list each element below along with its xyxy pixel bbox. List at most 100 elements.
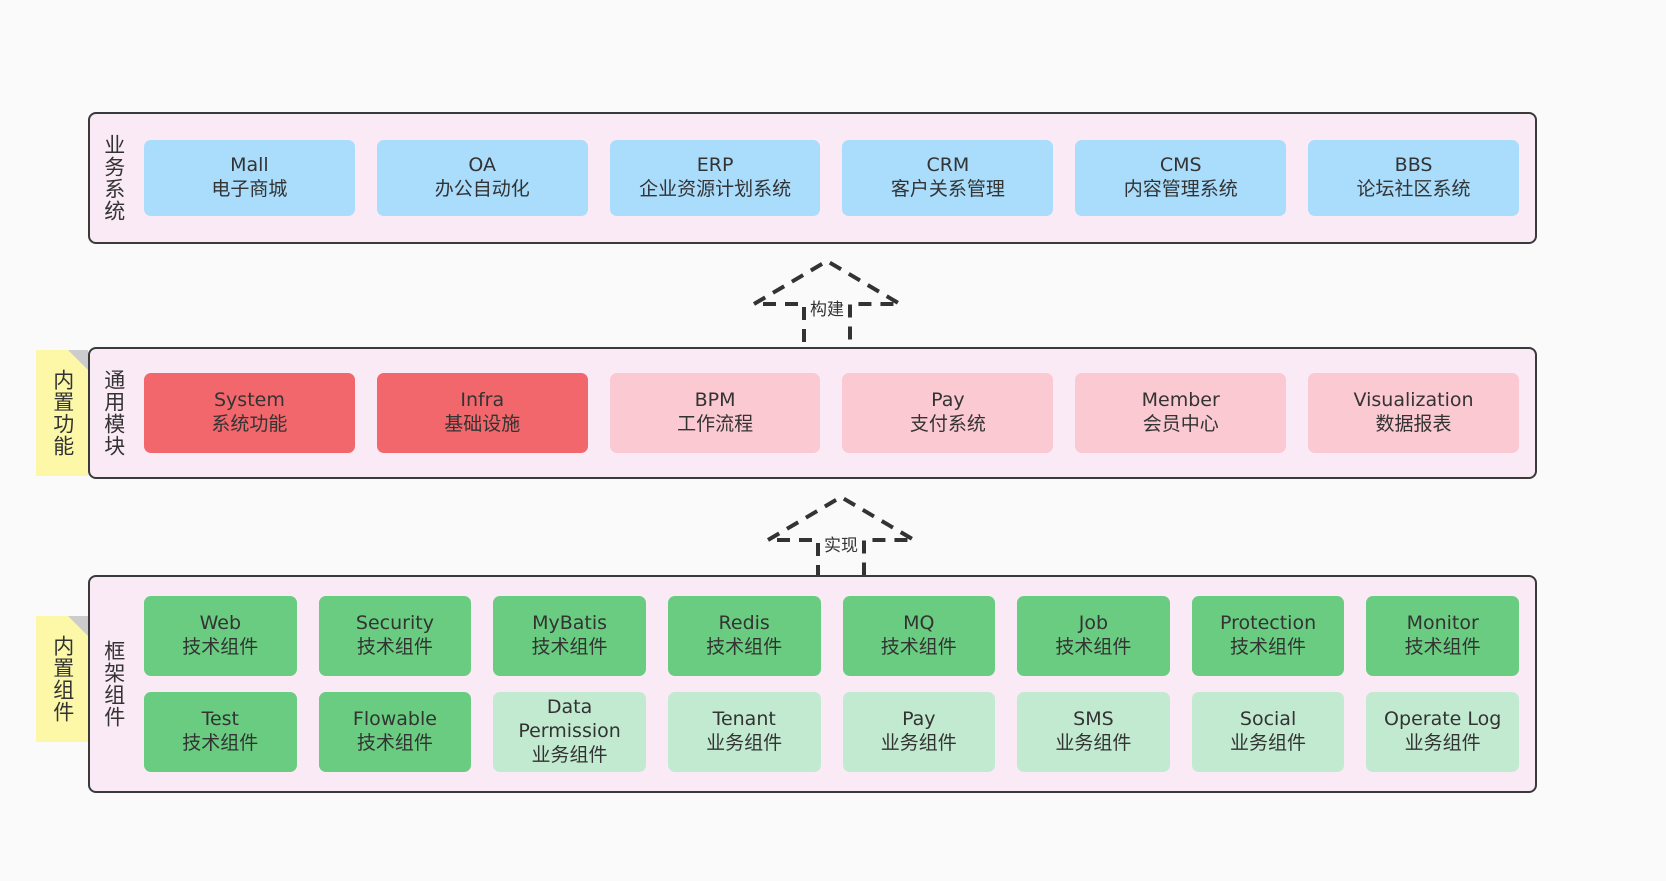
sticky-note-builtin-features: 内置功能	[36, 350, 88, 476]
card-test[interactable]: Test 技术组件	[144, 692, 297, 772]
card-subtitle: 技术组件	[880, 636, 957, 658]
card-member[interactable]: Member 会员中心	[1075, 373, 1287, 453]
card-title: Pay	[931, 389, 965, 412]
card-subtitle: 技术组件	[1055, 636, 1132, 658]
card-bpm[interactable]: BPM 工作流程	[609, 373, 821, 453]
card-title: CRM	[926, 154, 970, 177]
card-subtitle: 业务组件	[880, 732, 957, 754]
card-erp[interactable]: ERP 企业资源计划系统	[609, 140, 821, 216]
card-redis[interactable]: Redis 技术组件	[667, 596, 821, 676]
layer-business-systems: 业务系统 Mall 电子商城 OA 办公自动化 ERP 企业资源计划系统 CRM…	[88, 112, 1537, 244]
card-crm[interactable]: CRM 客户关系管理	[842, 140, 1054, 216]
card-operate-log[interactable]: Operate Log 业务组件	[1366, 692, 1519, 772]
arrow-label-build: 构建	[810, 300, 844, 320]
card-title: Flowable	[352, 708, 437, 731]
card-cms[interactable]: CMS 内容管理系统	[1075, 140, 1287, 216]
card-title: ERP	[696, 154, 734, 177]
card-monitor[interactable]: Monitor 技术组件	[1366, 596, 1519, 676]
card-title: BPM	[694, 389, 736, 412]
card-web[interactable]: Web 技术组件	[144, 596, 297, 676]
card-subtitle: 技术组件	[182, 636, 259, 658]
card-title: Job	[1078, 612, 1109, 635]
card-bbs[interactable]: BBS 论坛社区系统	[1308, 140, 1519, 216]
card-row: Mall 电子商城 OA 办公自动化 ERP 企业资源计划系统 CRM 客户关系…	[144, 140, 1519, 216]
card-title: Redis	[718, 612, 770, 635]
card-title: Monitor	[1406, 612, 1479, 635]
card-title: System	[213, 389, 285, 412]
card-mq[interactable]: MQ 技术组件	[842, 596, 996, 676]
card-subtitle: 电子商城	[211, 178, 288, 200]
card-title: Member	[1141, 389, 1220, 412]
arrow-implement: 实现	[760, 494, 922, 578]
card-subtitle: 业务组件	[706, 732, 783, 754]
sticky-note-builtin-components: 内置组件	[36, 616, 88, 742]
card-pay-module[interactable]: Pay 支付系统	[842, 373, 1054, 453]
layer-body-common-modules: System 系统功能 Infra 基础设施 BPM 工作流程 Pay 支付系统…	[136, 349, 1535, 477]
layer-framework-components: 框架组件 Web 技术组件 Security 技术组件 MyBatis 技术组件…	[88, 575, 1537, 793]
card-subtitle: 基础设施	[444, 413, 521, 435]
card-title: Social	[1239, 708, 1297, 731]
card-row: System 系统功能 Infra 基础设施 BPM 工作流程 Pay 支付系统…	[144, 373, 1519, 453]
card-infra[interactable]: Infra 基础设施	[376, 373, 588, 453]
card-title: Security	[355, 612, 434, 635]
card-subtitle: 业务组件	[531, 743, 608, 766]
card-title: MQ	[903, 612, 935, 635]
card-subtitle: 论坛社区系统	[1356, 178, 1471, 200]
card-subtitle: 内容管理系统	[1123, 178, 1238, 200]
card-oa[interactable]: OA 办公自动化	[376, 140, 588, 216]
card-row: Test 技术组件 Flowable 技术组件 Data Permission …	[144, 692, 1519, 772]
folded-corner-icon	[68, 616, 88, 636]
layer-body-framework-components: Web 技术组件 Security 技术组件 MyBatis 技术组件 Redi…	[136, 577, 1535, 791]
sticky-note-label: 内置功能	[50, 369, 75, 457]
card-title: SMS	[1073, 708, 1114, 731]
card-social[interactable]: Social 业务组件	[1191, 692, 1345, 772]
arrow-build: 构建	[746, 258, 908, 342]
card-subtitle: 业务组件	[1404, 732, 1481, 754]
layer-body-business-systems: Mall 电子商城 OA 办公自动化 ERP 企业资源计划系统 CRM 客户关系…	[136, 114, 1535, 242]
card-protection[interactable]: Protection 技术组件	[1191, 596, 1345, 676]
folded-corner-icon	[68, 350, 88, 370]
layer-label-common-modules: 通用模块	[101, 369, 126, 457]
card-subtitle: 技术组件	[356, 636, 433, 658]
card-subtitle: 客户关系管理	[890, 178, 1005, 200]
card-title: Test	[201, 708, 240, 731]
card-title: Tenant	[712, 708, 776, 731]
card-security[interactable]: Security 技术组件	[318, 596, 472, 676]
card-subtitle: 技术组件	[356, 732, 433, 754]
card-subtitle: 技术组件	[1230, 636, 1307, 658]
card-subtitle: 办公自动化	[434, 178, 530, 200]
card-title: Pay	[902, 708, 936, 731]
layer-label-business-systems: 业务系统	[101, 134, 126, 222]
card-visualization[interactable]: Visualization 数据报表	[1308, 373, 1519, 453]
card-system[interactable]: System 系统功能	[144, 373, 355, 453]
card-pay-component[interactable]: Pay 业务组件	[842, 692, 996, 772]
layer-label-framework-components: 框架组件	[101, 640, 126, 728]
card-subtitle: 系统功能	[211, 413, 288, 435]
card-title: BBS	[1394, 154, 1433, 177]
card-sms[interactable]: SMS 业务组件	[1017, 692, 1170, 772]
card-title: Visualization	[1353, 389, 1474, 412]
card-subtitle: 技术组件	[1404, 636, 1481, 658]
card-job[interactable]: Job 技术组件	[1017, 596, 1170, 676]
card-row: Web 技术组件 Security 技术组件 MyBatis 技术组件 Redi…	[144, 596, 1519, 676]
sticky-note-label: 内置组件	[50, 635, 75, 723]
card-flowable[interactable]: Flowable 技术组件	[318, 692, 472, 772]
card-subtitle: 数据报表	[1375, 413, 1452, 435]
card-title: Infra	[460, 389, 505, 412]
card-title: MyBatis	[532, 612, 608, 635]
card-mybatis[interactable]: MyBatis 技术组件	[493, 596, 646, 676]
card-tenant[interactable]: Tenant 业务组件	[667, 692, 821, 772]
card-title: CMS	[1159, 154, 1202, 177]
card-title: OA	[468, 154, 497, 177]
card-title: Web	[199, 612, 242, 635]
card-subtitle: 技术组件	[182, 732, 259, 754]
card-subtitle: 业务组件	[1230, 732, 1307, 754]
card-data-permission[interactable]: Data Permission 业务组件	[493, 692, 646, 772]
card-mall[interactable]: Mall 电子商城	[144, 140, 355, 216]
card-title: Operate Log	[1384, 708, 1502, 731]
card-subtitle: 工作流程	[677, 413, 754, 435]
card-title: Protection	[1220, 612, 1317, 635]
card-subtitle: 业务组件	[1055, 732, 1132, 754]
card-title: Data Permission	[518, 696, 621, 743]
